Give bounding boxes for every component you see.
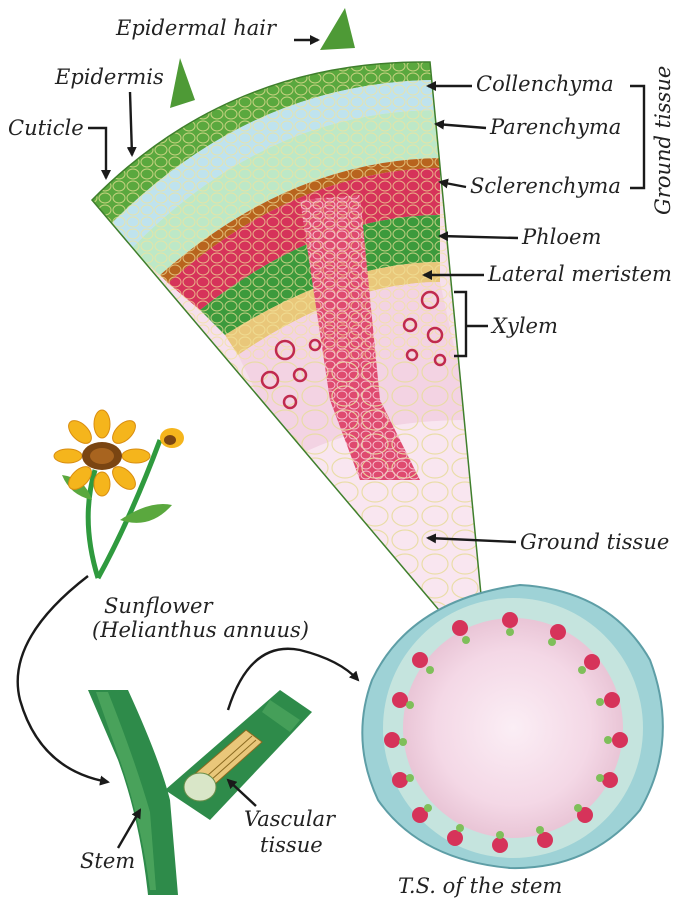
- label-vascular-tissue-2: tissue: [260, 833, 323, 857]
- arrow-stem: [118, 810, 140, 848]
- ground-tissue-bracket: [630, 86, 644, 188]
- label-phloem: Phloem: [521, 225, 601, 249]
- epidermal-hair-right: [320, 8, 355, 50]
- label-stem: Stem: [80, 849, 135, 873]
- label-epidermis: Epidermis: [54, 65, 164, 89]
- label-sclerenchyma: Sclerenchyma: [470, 174, 621, 198]
- arrow-cuticle: [88, 128, 106, 178]
- label-collenchyma: Collenchyma: [476, 72, 614, 96]
- label-cuticle: Cuticle: [8, 116, 84, 140]
- label-vascular-tissue-1: Vascular: [244, 807, 337, 831]
- label-parenchyma: Parenchyma: [489, 115, 621, 139]
- label-ts-stem: T.S. of the stem: [398, 874, 562, 898]
- label-sunflower-latin: (Helianthus annuus): [92, 618, 309, 642]
- label-epidermal-hair: Epidermal hair: [115, 16, 278, 40]
- arrow-parenchyma: [436, 124, 486, 128]
- arrow-epidermis: [130, 92, 132, 155]
- label-lateral-meristem: Lateral meristem: [487, 262, 672, 286]
- arrow-sunflower-to-stem: [18, 576, 108, 782]
- label-sunflower: Sunflower: [104, 594, 214, 618]
- stem-cross-section: [362, 585, 663, 868]
- sunflower-illustration: [54, 410, 184, 578]
- label-ground-tissue-bracket: Ground tissue: [651, 66, 675, 215]
- epidermal-hair-left: [170, 58, 195, 108]
- label-ground-tissue: Ground tissue: [520, 530, 669, 554]
- label-xylem: Xylem: [490, 314, 558, 338]
